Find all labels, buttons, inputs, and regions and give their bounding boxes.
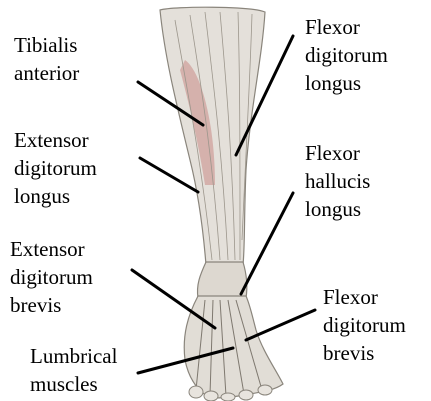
leader-line-flexor-hallucis-longus xyxy=(241,193,293,294)
label-extensor-digitorum-longus: Extensor digitorum longus xyxy=(14,126,97,210)
leader-line-extensor-digitorum-longus xyxy=(140,158,198,192)
ankle-shape xyxy=(197,262,246,298)
label-flexor-digitorum-longus: Flexor digitorum longus xyxy=(305,13,388,97)
label-flexor-digitorum-brevis: Flexor digitorum brevis xyxy=(323,283,406,367)
label-lumbrical-muscles: Lumbrical muscles xyxy=(30,342,117,398)
label-tibialis-anterior: Tibialis anterior xyxy=(14,31,79,87)
label-extensor-digitorum-brevis: Extensor digitorum brevis xyxy=(10,235,93,319)
label-flexor-hallucis-longus: Flexor hallucis longus xyxy=(305,139,370,223)
leader-line-flexor-digitorum-brevis xyxy=(246,310,315,340)
lower-leg-shape xyxy=(160,7,265,265)
